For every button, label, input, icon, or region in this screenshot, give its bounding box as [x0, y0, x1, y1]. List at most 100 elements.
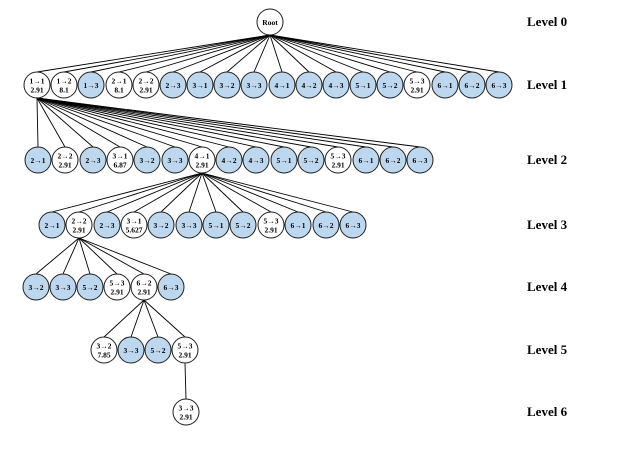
node-circle — [242, 146, 270, 174]
tree-edge — [90, 34, 271, 73]
node-circle — [485, 71, 513, 99]
node-value: 5.627 — [126, 226, 143, 235]
tree-node-level2-4: 3→2 — [133, 146, 161, 174]
tree-edge — [269, 34, 500, 73]
node-circle — [23, 71, 51, 99]
level-label-4: Level 4 — [527, 279, 568, 294]
node-label: 2→2 — [139, 77, 154, 86]
tree-node-level1-3: 2→18.1 — [105, 71, 133, 99]
tree-edge — [201, 172, 217, 213]
node-label: 4→1 — [195, 152, 210, 161]
level-label-2: Level 2 — [527, 152, 567, 167]
node-circle — [284, 211, 312, 239]
node-circle — [38, 211, 66, 239]
node-label: 6→3 — [492, 81, 507, 90]
tree-edge — [36, 97, 230, 148]
node-value: 2.91 — [195, 161, 208, 170]
node-label: 6→2 — [319, 221, 334, 230]
node-label: 4→1 — [275, 81, 290, 90]
node-label: 5→2 — [151, 346, 166, 355]
node-value: 6.87 — [113, 161, 126, 170]
node-circle — [376, 71, 404, 99]
tree-edge — [118, 34, 271, 73]
tree-node-level1-17: 6→3 — [485, 71, 513, 99]
node-label: 6→2 — [386, 156, 401, 165]
tree-edge — [36, 97, 339, 148]
tree-node-level1-4: 2→22.91 — [132, 71, 160, 99]
node-label: 5→1 — [209, 221, 224, 230]
tree-edge — [36, 97, 285, 148]
tree-edge — [201, 172, 299, 213]
node-circle — [256, 8, 284, 36]
node-label: 2→2 — [58, 152, 73, 161]
tree-edge — [143, 299, 186, 338]
tree-edge — [103, 299, 145, 338]
node-value: 7.85 — [97, 351, 110, 360]
tree-edge — [133, 172, 203, 213]
level-label-3: Level 3 — [527, 217, 568, 232]
node-circle — [312, 211, 340, 239]
tree-node-level2-2: 2→3 — [79, 146, 107, 174]
node-label: 5→2 — [83, 283, 98, 292]
node-circle — [65, 211, 93, 239]
node-circle — [159, 71, 187, 99]
tree-node-level1-11: 4→3 — [322, 71, 350, 99]
tree-node-level1-16: 6→2 — [458, 71, 486, 99]
tree-node-level3-9: 6→1 — [284, 211, 312, 239]
tree-edge — [269, 34, 283, 73]
node-circle — [186, 71, 214, 99]
node-label: 6→1 — [291, 221, 306, 230]
tree-node-level2-11: 5→32.91 — [324, 146, 352, 174]
node-circle — [133, 146, 161, 174]
tree-edge — [269, 34, 310, 73]
node-label: 6→2 — [137, 279, 152, 288]
node-label: 4→3 — [329, 81, 344, 90]
node-circle — [339, 211, 367, 239]
tree-node-level5-1: 3→3 — [117, 336, 145, 364]
tree-edge — [36, 97, 367, 148]
node-value: 8.1 — [114, 86, 124, 95]
node-label: 4→2 — [222, 156, 237, 165]
tree-node-level3-0: 2→1 — [38, 211, 66, 239]
node-label: Root — [262, 18, 278, 27]
tree-node-level4-5: 6→3 — [157, 273, 185, 301]
node-circle — [117, 336, 145, 364]
node-circle — [51, 146, 79, 174]
tree-node-level3-5: 3→3 — [175, 211, 203, 239]
node-circle — [202, 211, 230, 239]
level-label-0: Level 0 — [527, 14, 567, 29]
node-circle — [295, 71, 323, 99]
node-circle — [268, 71, 296, 99]
node-label: 6→3 — [413, 156, 428, 165]
node-label: 6→2 — [465, 81, 480, 90]
tree-node-level2-14: 6→3 — [406, 146, 434, 174]
node-label: 6→3 — [346, 221, 361, 230]
node-label: 5→3 — [264, 217, 279, 226]
node-circle — [175, 211, 203, 239]
node-circle — [24, 146, 52, 174]
tree-edge — [36, 97, 94, 148]
node-label: 1→2 — [57, 77, 72, 86]
node-circle — [130, 273, 158, 301]
tree-node-level3-4: 3→2 — [147, 211, 175, 239]
node-label: 6→3 — [164, 283, 179, 292]
tree-edge — [253, 34, 271, 73]
tree-node-level2-13: 6→2 — [379, 146, 407, 174]
tree-node-level3-2: 2→3 — [93, 211, 121, 239]
tree-node-level1-0: 1→12.91 — [23, 71, 51, 99]
tree-edge — [130, 299, 145, 338]
node-circle — [49, 273, 77, 301]
node-circle — [297, 146, 325, 174]
node-label: 5→3 — [410, 77, 425, 86]
tree-node-level3-3: 3→15.627 — [120, 211, 148, 239]
tree-node-level2-3: 3→16.87 — [106, 146, 134, 174]
tree-edge — [36, 34, 271, 73]
node-label: 3→2 — [154, 221, 169, 230]
tree-edge — [143, 299, 159, 338]
node-label: 5→1 — [356, 81, 371, 90]
tree-node-level2-10: 5→2 — [297, 146, 325, 174]
tree-edge — [269, 34, 364, 73]
tree-edge — [36, 97, 176, 148]
tree-edge — [62, 237, 80, 275]
